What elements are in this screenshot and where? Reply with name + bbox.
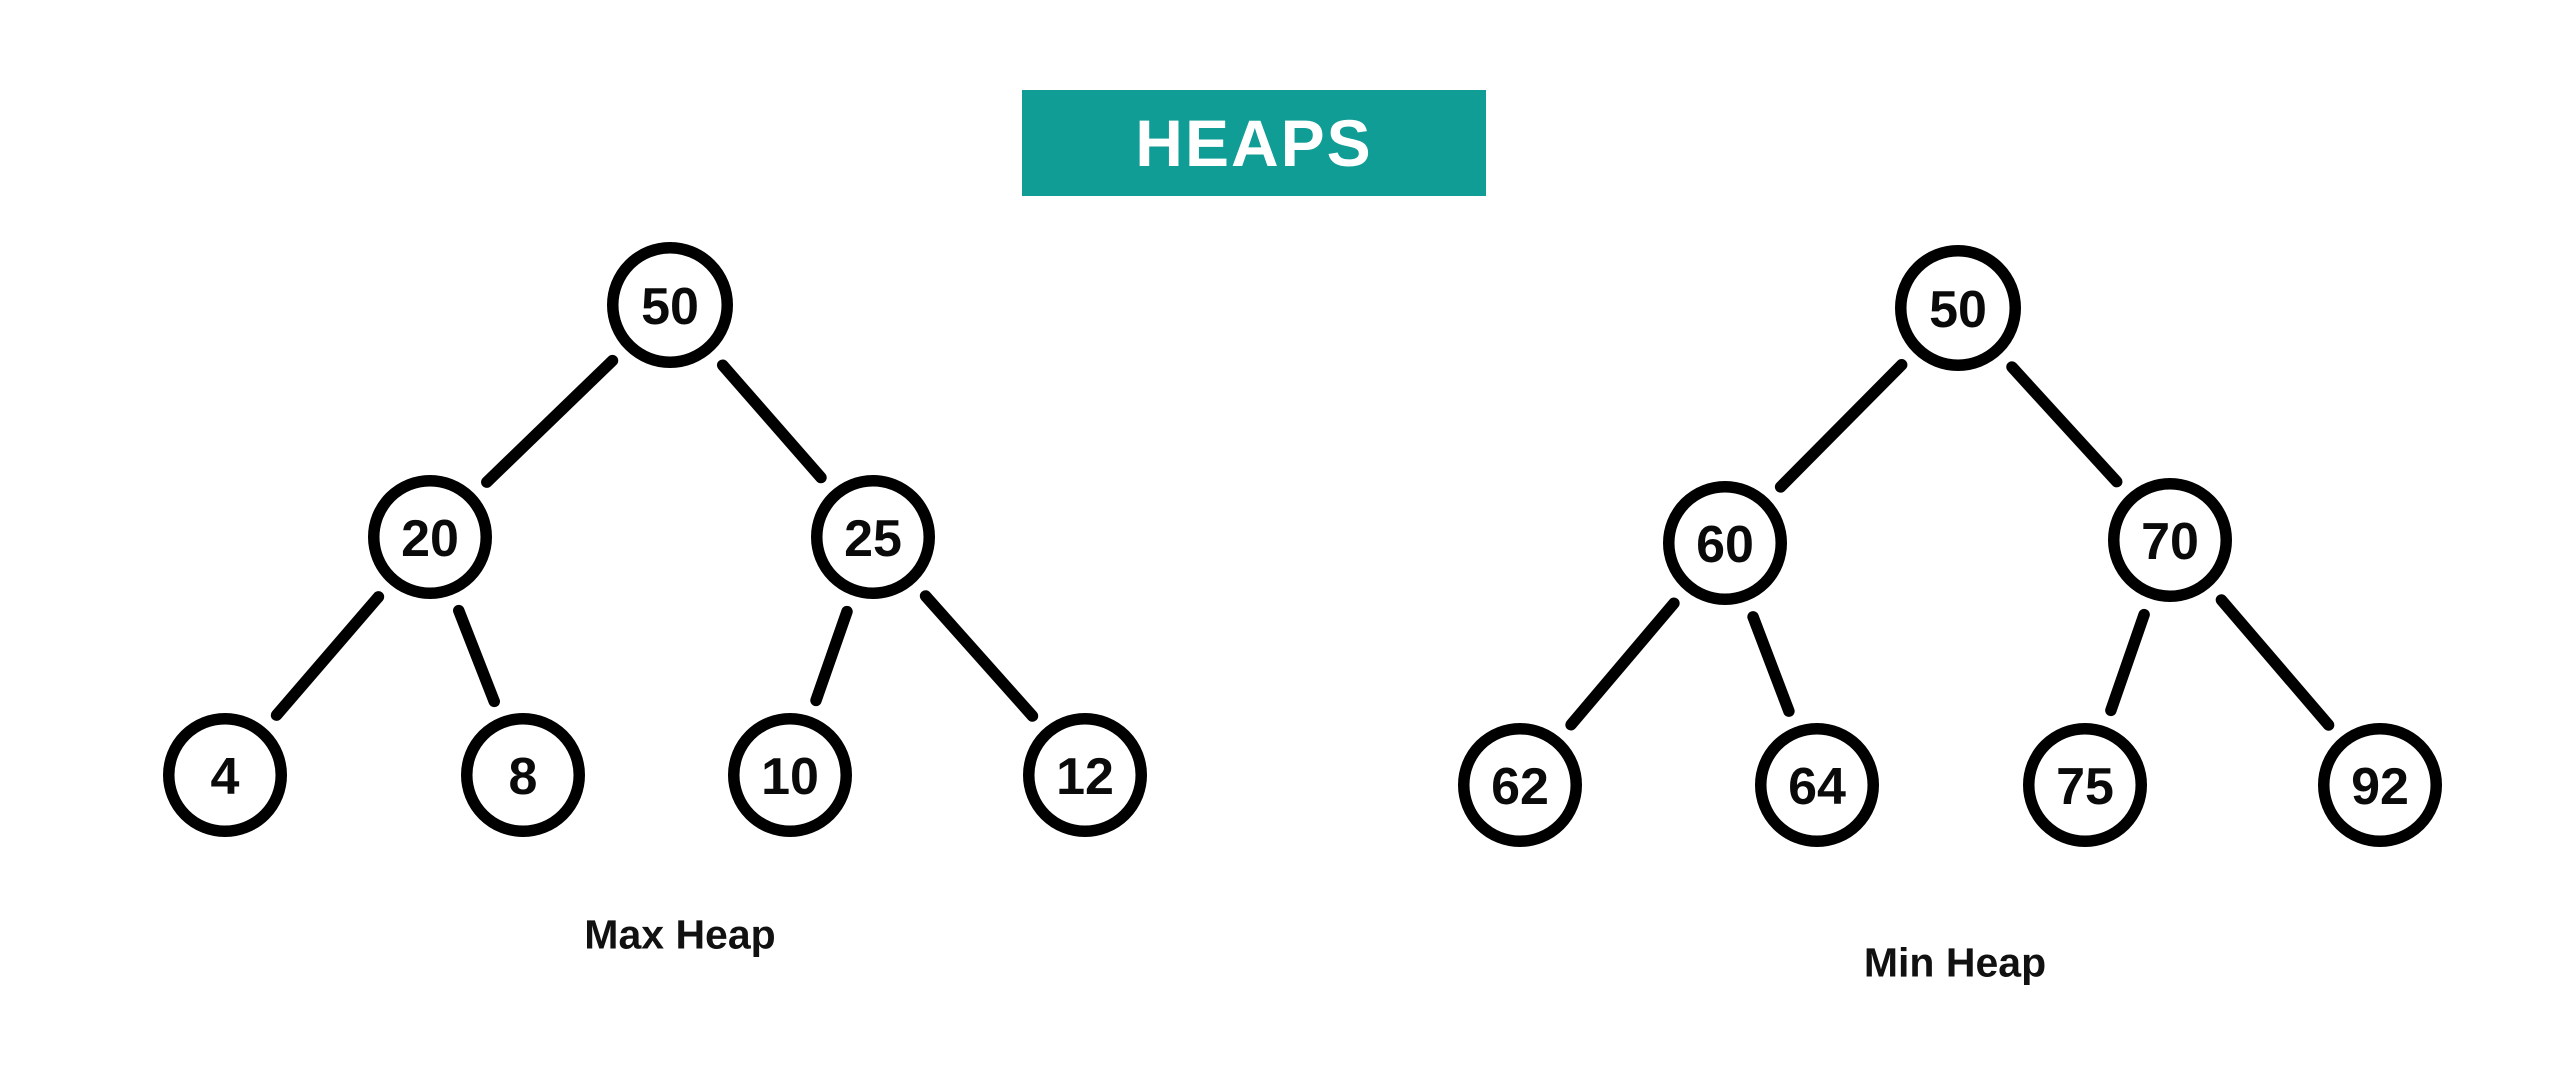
node-value-label: 62	[1491, 758, 1549, 816]
tree-node[interactable]: 50	[607, 242, 733, 368]
node-circle	[1895, 245, 2021, 371]
node-circle	[2108, 478, 2232, 602]
tree-node[interactable]: 60	[1663, 481, 1787, 605]
node-value-label: 20	[401, 510, 459, 568]
node-circle	[1663, 481, 1787, 605]
tree-node[interactable]: 12	[1023, 713, 1147, 837]
node-circle	[2318, 723, 2442, 847]
node-value-label: 50	[641, 278, 699, 336]
tree-node[interactable]: 92	[2318, 723, 2442, 847]
tree-node[interactable]: 50	[1895, 245, 2021, 371]
tree-edge	[481, 354, 619, 488]
tree-edge	[270, 591, 385, 721]
node-value-label: 4	[211, 748, 240, 806]
tree-caption-max-heap: Max Heap	[584, 911, 776, 958]
node-circle	[163, 713, 287, 837]
node-circle	[728, 713, 852, 837]
tree-node[interactable]: 75	[2023, 723, 2147, 847]
node-value-label: 50	[1929, 281, 1987, 339]
node-circle	[368, 475, 492, 599]
tree-node[interactable]: 25	[811, 475, 935, 599]
node-value-label: 8	[509, 748, 538, 806]
edges-layer	[270, 354, 2335, 731]
tree-node[interactable]: 62	[1458, 723, 1582, 847]
tree-caption-min-heap: Min Heap	[1863, 939, 2047, 986]
tree-edge	[1774, 359, 1908, 493]
tree-node[interactable]: 4	[163, 713, 287, 837]
tree-node[interactable]: 70	[2108, 478, 2232, 602]
tree-node[interactable]: 8	[461, 713, 585, 837]
node-circle	[1755, 723, 1879, 847]
node-circle	[607, 242, 733, 368]
tree-edge	[2006, 361, 2123, 488]
tree-edge	[2215, 594, 2335, 731]
node-value-label: 64	[1788, 758, 1846, 816]
tree-edge	[919, 590, 1039, 722]
node-circle	[2023, 723, 2147, 847]
nodes-layer: 50 20 25 4 8 10 12 50 60 70 62 64 75 92	[163, 242, 2442, 847]
node-circle	[811, 475, 935, 599]
title-banner: HEAPS	[1022, 90, 1486, 196]
node-value-label: 75	[2056, 758, 2114, 816]
tree-edge	[1565, 597, 1680, 731]
tree-edge	[453, 604, 500, 708]
tree-node[interactable]: 64	[1755, 723, 1879, 847]
node-circle	[1458, 723, 1582, 847]
tree-edge	[810, 605, 853, 707]
node-value-label: 60	[1696, 516, 1754, 574]
tree-node[interactable]: 20	[368, 475, 492, 599]
node-value-label: 92	[2351, 758, 2409, 816]
tree-edge	[716, 359, 827, 484]
tree-node[interactable]: 10	[728, 713, 852, 837]
tree-edge	[2105, 608, 2150, 717]
node-value-label: 10	[761, 748, 819, 806]
tree-edge	[1747, 611, 1795, 717]
node-circle	[461, 713, 585, 837]
node-value-label: 70	[2141, 513, 2199, 571]
node-value-label: 12	[1056, 748, 1114, 806]
node-circle	[1023, 713, 1147, 837]
node-value-label: 25	[844, 510, 902, 568]
title-text: HEAPS	[1135, 106, 1373, 180]
